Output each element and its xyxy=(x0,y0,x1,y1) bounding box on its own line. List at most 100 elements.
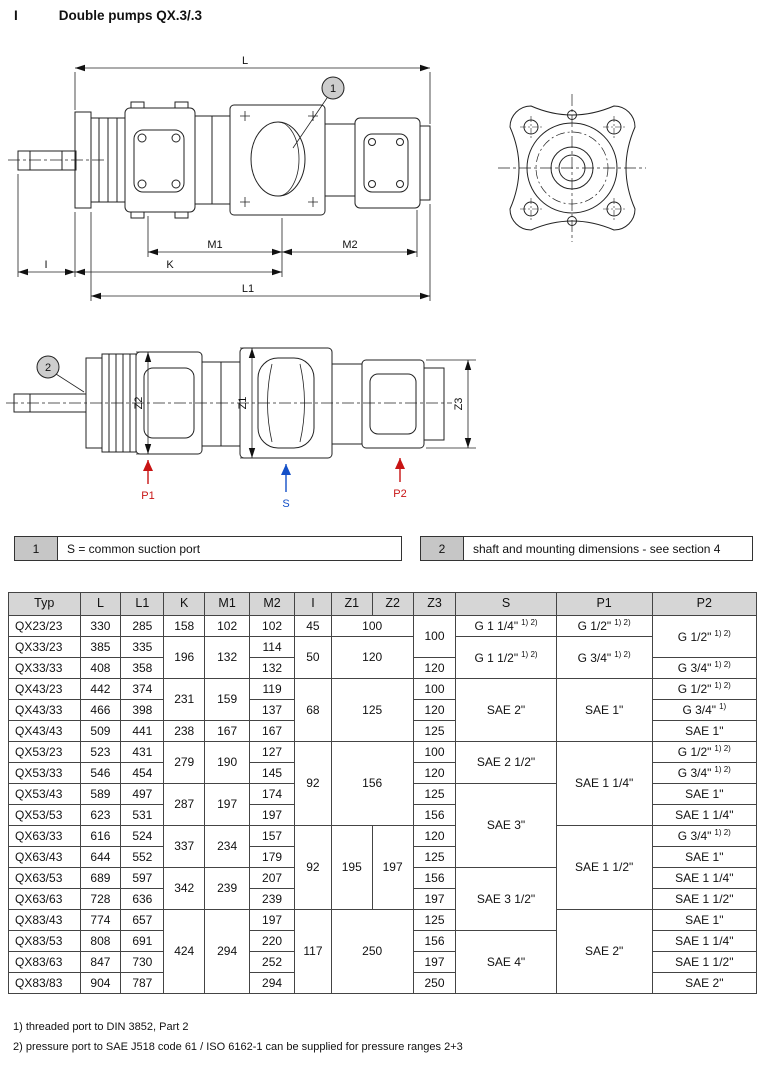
table-cell: 330 xyxy=(79,615,122,637)
table-cell: 774 xyxy=(79,909,122,931)
drive-shaft xyxy=(17,150,77,171)
table-cell: 132 xyxy=(249,657,296,679)
table-cell: 197 xyxy=(412,951,457,973)
section-marker: I xyxy=(14,8,18,23)
table-cell: SAE 2" xyxy=(455,678,557,742)
dim-label-L1: L1 xyxy=(242,283,254,295)
plan-view-dim-labels: Z2 Z1 Z3 xyxy=(133,397,465,411)
table-cell: 250 xyxy=(330,909,414,994)
table-cell: 167 xyxy=(204,720,251,742)
table-cell: 100 xyxy=(412,615,457,658)
table-cell: 100 xyxy=(412,741,457,763)
table-cell: 252 xyxy=(249,951,296,973)
table-cell: G 3/4"1) xyxy=(651,699,758,721)
table-cell: SAE 2" xyxy=(651,972,758,994)
table-cell: 250 xyxy=(412,972,457,994)
table-cell: 100 xyxy=(330,615,414,637)
table-cell: G 3/4"1) 2) xyxy=(651,762,758,784)
table-cell: 238 xyxy=(163,720,206,742)
table-cell: SAE 1" xyxy=(651,846,758,868)
table-cell: QX83/83 xyxy=(8,972,81,994)
balloon-2-number: 2 xyxy=(45,362,51,374)
table-cell: 120 xyxy=(330,636,414,679)
table-cell: G 1/2"1) 2) xyxy=(651,678,758,700)
dim-label-Z1: Z1 xyxy=(237,397,249,410)
column-header-l1: L1 xyxy=(120,592,165,616)
column-header-l: L xyxy=(79,592,122,616)
balloon-2-circle xyxy=(36,355,60,379)
column-header-m1: M1 xyxy=(204,592,251,616)
table-cell: 398 xyxy=(120,699,165,721)
table-cell: 117 xyxy=(294,909,332,994)
column-header-s: S xyxy=(455,592,557,616)
table-cell: QX43/23 xyxy=(8,678,81,700)
balloon-1-circle xyxy=(321,76,345,100)
table-cell: 787 xyxy=(120,972,165,994)
page-title: Double pumps QX.3/.3 xyxy=(58,8,203,23)
table-cell: QX33/33 xyxy=(8,657,81,679)
table-cell: SAE 1 1/2" xyxy=(555,825,653,910)
table-cell: 132 xyxy=(204,636,251,679)
table-cell: QX83/43 xyxy=(8,909,81,931)
dim-label-Z3: Z3 xyxy=(453,398,465,411)
table-cell: 466 xyxy=(79,699,122,721)
port-label-p2: P2 xyxy=(393,488,406,500)
table-cell: 197 xyxy=(249,909,296,931)
table-cell: 531 xyxy=(120,804,165,826)
gear-housing-2-plan xyxy=(361,359,425,449)
table-cell: 623 xyxy=(79,804,122,826)
table-cell: 167 xyxy=(249,720,296,742)
port-label-s: S xyxy=(282,498,289,510)
table-cell: G 1/2"1) 2) xyxy=(651,741,758,763)
table-cell: SAE 1" xyxy=(651,720,758,742)
table-cell: 102 xyxy=(204,615,251,637)
table-cell: 125 xyxy=(412,846,457,868)
legend-2-number: 2 xyxy=(420,536,464,561)
table-cell: 441 xyxy=(120,720,165,742)
column-header-z2: Z2 xyxy=(371,592,414,616)
table-cell: 342 xyxy=(163,867,206,910)
table-cell: QX63/43 xyxy=(8,846,81,868)
table-cell: 689 xyxy=(79,867,122,889)
table-cell: 424 xyxy=(163,909,206,994)
dim-label-M1: M1 xyxy=(207,239,222,251)
table-cell: 904 xyxy=(79,972,122,994)
table-cell: 374 xyxy=(120,678,165,700)
table-cell: 358 xyxy=(120,657,165,679)
table-cell: 231 xyxy=(163,678,206,721)
table-cell: 195 xyxy=(330,825,373,910)
table-cell: G 3/4"1) 2) xyxy=(651,657,758,679)
table-cell: 636 xyxy=(120,888,165,910)
table-cell: 337 xyxy=(163,825,206,868)
table-cell: 509 xyxy=(79,720,122,742)
table-cell: 197 xyxy=(412,888,457,910)
table-cell: 524 xyxy=(120,825,165,847)
side-view-dim-labels: L M1 M2 I K L1 xyxy=(44,55,357,295)
table-cell: 552 xyxy=(120,846,165,868)
table-cell: 197 xyxy=(204,783,251,826)
table-cell: G 3/4"1) 2) xyxy=(651,825,758,847)
table-cell: SAE 1" xyxy=(555,678,653,742)
table-cell: 197 xyxy=(371,825,414,910)
table-cell: 728 xyxy=(79,888,122,910)
legend-suction-port: 1 S = common suction port xyxy=(14,536,402,561)
column-header-i: I xyxy=(294,592,332,616)
table-cell: QX53/33 xyxy=(8,762,81,784)
table-cell: 644 xyxy=(79,846,122,868)
column-header-k: K xyxy=(163,592,206,616)
table-cell: 234 xyxy=(204,825,251,868)
table-cell: 285 xyxy=(120,615,165,637)
table-cell: 279 xyxy=(163,741,206,784)
table-cell: G 1/2"1) 2) xyxy=(555,615,653,637)
table-cell: 137 xyxy=(249,699,296,721)
table-cell: 431 xyxy=(120,741,165,763)
